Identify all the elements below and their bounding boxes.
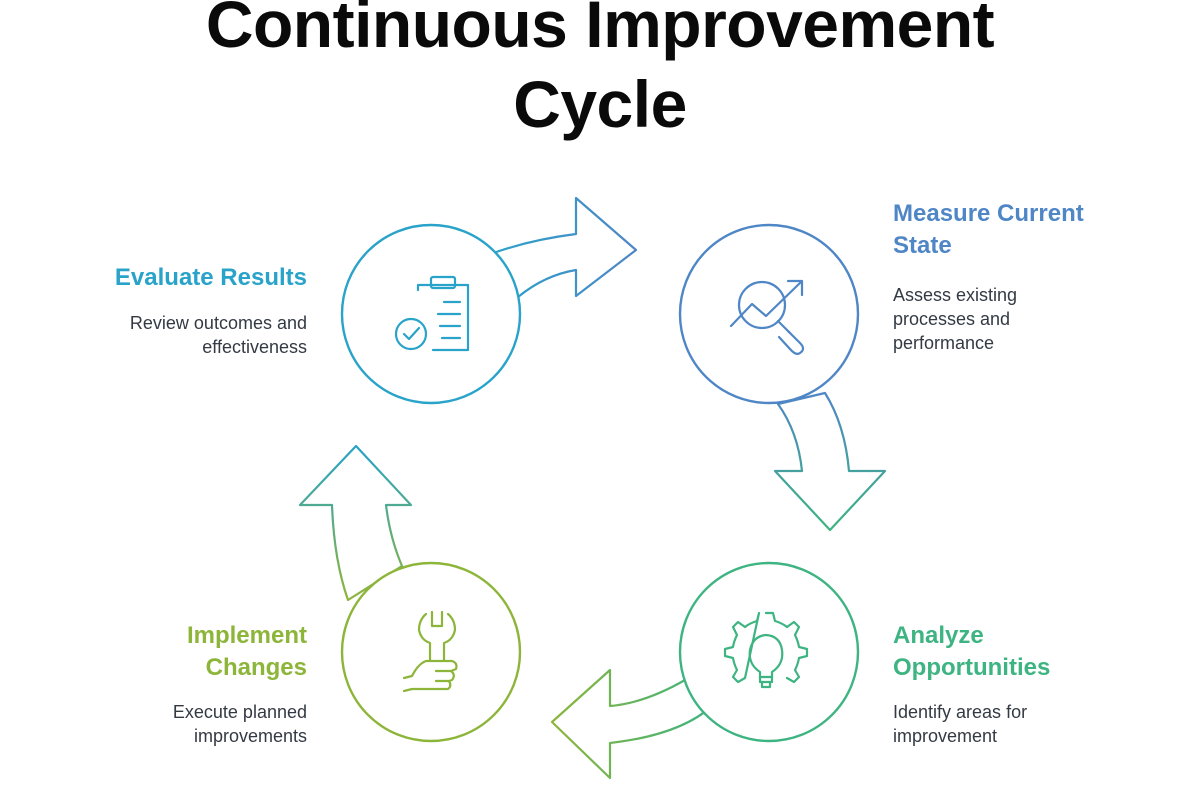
node-evaluate-results [340, 223, 522, 405]
arrow-evaluate-to-measure [486, 196, 638, 299]
title-line-1: Continuous Improvement [205, 0, 995, 61]
step-desc-implement: Execute planned improvements [172, 702, 307, 746]
clipboard-check-icon [394, 275, 470, 352]
diagram-title: Continuous Improvement Cycle [0, 0, 1200, 144]
step-desc-evaluate: Review outcomes and effectiveness [129, 313, 307, 357]
step-title-analyze: Analyze Opportunities [893, 622, 1051, 681]
arrow-implement-to-evaluate [298, 444, 413, 602]
step-title-implement: Implement Changes [186, 622, 307, 681]
arrow-measure-to-analyze [773, 391, 887, 532]
step-title-measure: Measure Current State [893, 200, 1084, 259]
chart-magnifier-icon [729, 279, 805, 355]
step-title-evaluate: Evaluate Results [114, 264, 307, 291]
node-analyze-opportunities [678, 561, 860, 743]
step-desc-measure: Assess existing processes and performanc… [893, 285, 1018, 353]
hand-wrench-icon [402, 610, 458, 693]
title-line-2: Cycle [513, 67, 687, 141]
arrow-analyze-to-implement [550, 668, 714, 780]
step-desc-analyze: Identify areas for improvement [893, 702, 1028, 746]
gear-lightbulb-icon [723, 611, 809, 689]
